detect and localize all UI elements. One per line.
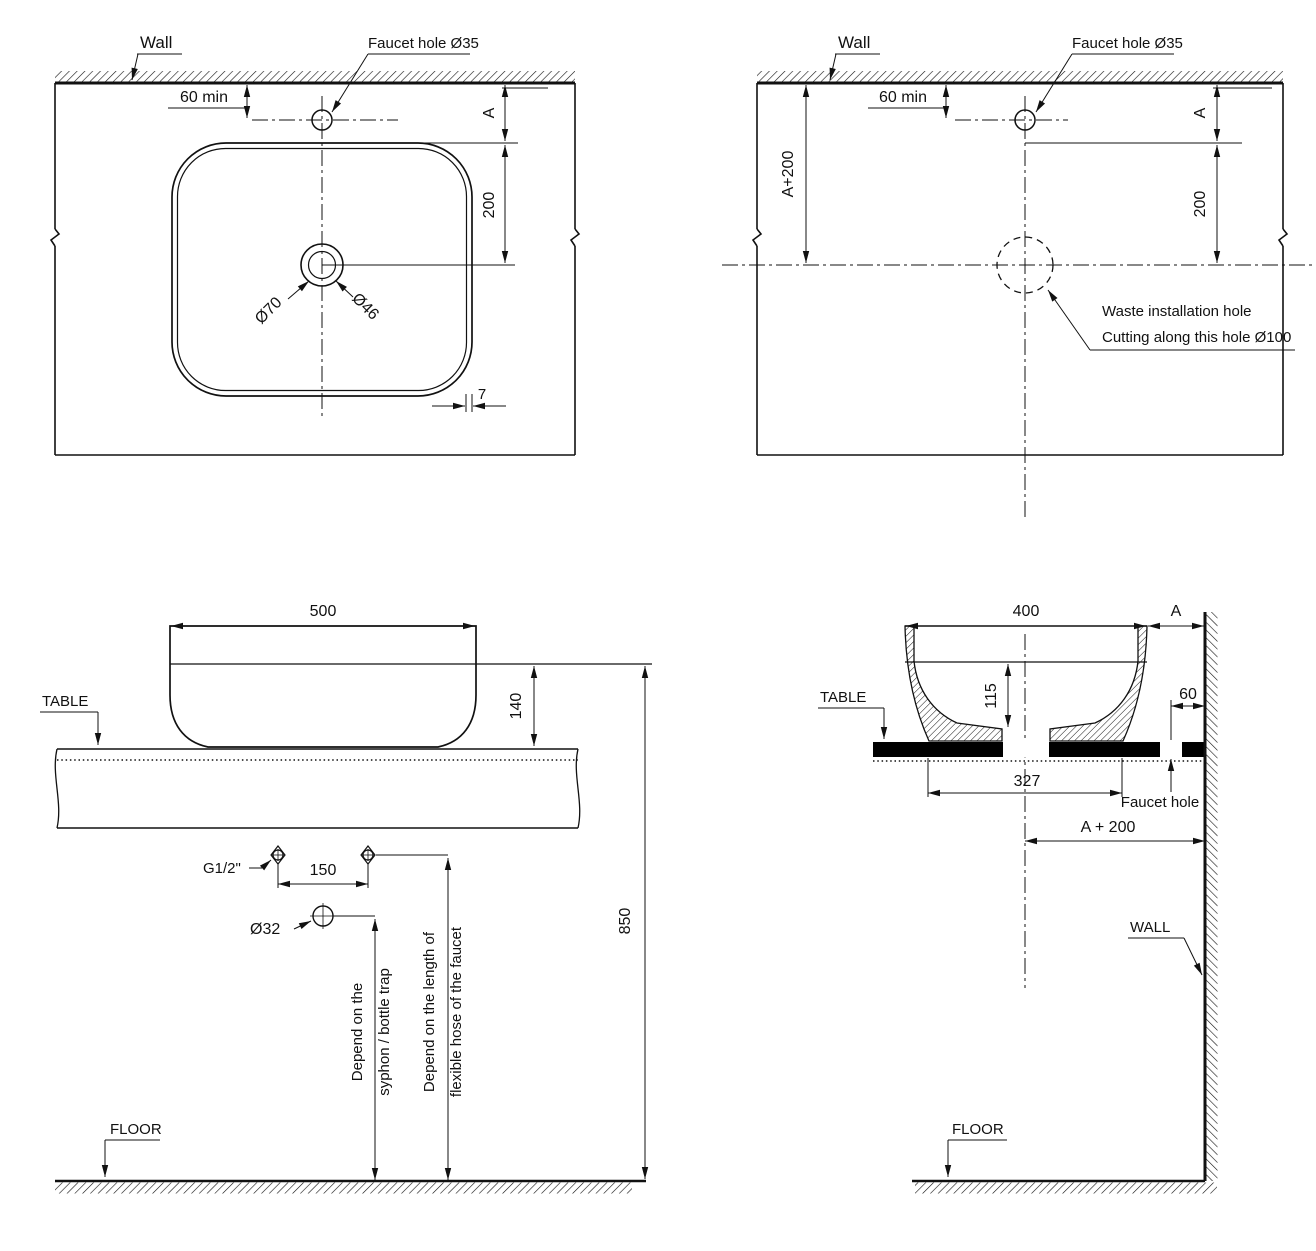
note-syphon-line1: Depend on the xyxy=(349,983,366,1081)
waste-hole xyxy=(996,236,1054,294)
faucet-label: Faucet hole Ø35 xyxy=(368,35,479,52)
d32-leader xyxy=(293,920,312,930)
faucet-hole xyxy=(1014,109,1036,131)
wall-leader xyxy=(131,53,139,81)
basin-section-left xyxy=(904,625,1003,742)
dim-7: 7 xyxy=(478,386,486,403)
break-symbol xyxy=(751,228,763,247)
waste-note-line2: Cutting along this hole Ø100 xyxy=(1102,329,1291,346)
waste-note-line1: Waste installation hole xyxy=(1102,303,1252,320)
dim-327: 327 xyxy=(1014,773,1041,790)
break-symbol xyxy=(1277,228,1289,247)
dim-a: A xyxy=(1171,603,1182,620)
note-syphon-line2: syphon / bottle trap xyxy=(376,968,393,1096)
dim-400: 400 xyxy=(1013,603,1040,620)
dim-60min: 60 min xyxy=(879,89,927,106)
drain-hole-gap xyxy=(1003,741,1049,758)
floor-label: FLOOR xyxy=(952,1121,1004,1138)
dim-150: 150 xyxy=(310,862,337,879)
wall-label: Wall xyxy=(140,33,172,52)
break-symbol xyxy=(569,228,581,247)
table-label: TABLE xyxy=(42,693,88,710)
dim-d46: Ø46 xyxy=(348,290,381,323)
dim-d32: Ø32 xyxy=(250,921,280,938)
dim-a: A xyxy=(1192,107,1209,118)
faucet-hole xyxy=(311,109,333,131)
plan-view-cutout: Wall Faucet hole Ø35 60 min A+200 A 200 … xyxy=(722,33,1312,520)
table-break-left xyxy=(54,748,60,829)
plan-view-basin: Wall Faucet hole Ø35 60 min A 200 Ø70 Ø4… xyxy=(49,33,581,456)
dim-a-plus-200: A+200 xyxy=(780,151,797,198)
dim-60min: 60 min xyxy=(180,89,228,106)
wall-leader xyxy=(1183,937,1203,976)
dim-200: 200 xyxy=(1192,191,1209,218)
basin-section-right xyxy=(1049,625,1148,742)
break-symbol xyxy=(49,228,61,247)
dim-60: 60 xyxy=(1179,686,1197,703)
drain-outer xyxy=(300,243,344,287)
g-half-leader xyxy=(259,859,272,871)
dim-115: 115 xyxy=(983,683,1000,709)
dim-850: 850 xyxy=(617,908,634,935)
floor-label: FLOOR xyxy=(110,1121,162,1138)
wall-leader xyxy=(829,53,837,81)
wall-hatch xyxy=(55,71,575,83)
water-supply-left xyxy=(270,845,286,865)
g-half-label: G1/2" xyxy=(203,860,241,877)
dim-140: 140 xyxy=(508,693,525,720)
faucet-label: Faucet hole Ø35 xyxy=(1072,35,1183,52)
faucet-leader xyxy=(331,53,369,113)
dim-a: A xyxy=(481,107,498,118)
faucet-leader xyxy=(1035,53,1073,113)
front-elevation: 500 140 TABLE G1/2" xyxy=(40,603,652,1194)
table-label: TABLE xyxy=(820,689,866,706)
table-break-right xyxy=(575,748,581,829)
floor-hatch xyxy=(915,1182,1217,1194)
wall-label: WALL xyxy=(1130,919,1170,936)
floor-hatch xyxy=(55,1182,632,1194)
basin-front-outline xyxy=(169,625,477,748)
side-section: 400 A 115 TABLE 60 Faucet hole 327 A + 2… xyxy=(818,603,1218,1194)
faucet-hole-label: Faucet hole xyxy=(1121,794,1199,811)
wall-hatch xyxy=(757,71,1283,83)
dim-200: 200 xyxy=(481,192,498,219)
note-hose-line2: flexible hose of the faucet xyxy=(448,926,465,1097)
wall-label: Wall xyxy=(838,33,870,52)
note-hose-line1: Depend on the length of xyxy=(421,931,438,1092)
wall-hatch xyxy=(1206,612,1218,1181)
dim-d70: Ø70 xyxy=(252,294,285,327)
basin-inner-outline xyxy=(176,147,468,392)
drain-inner xyxy=(307,250,337,280)
waste-leader xyxy=(1047,289,1091,351)
faucet-hole-gap xyxy=(1160,741,1182,758)
dim-500: 500 xyxy=(310,603,337,620)
dim-a-plus-200: A + 200 xyxy=(1081,819,1136,836)
water-supply-right xyxy=(360,845,376,865)
